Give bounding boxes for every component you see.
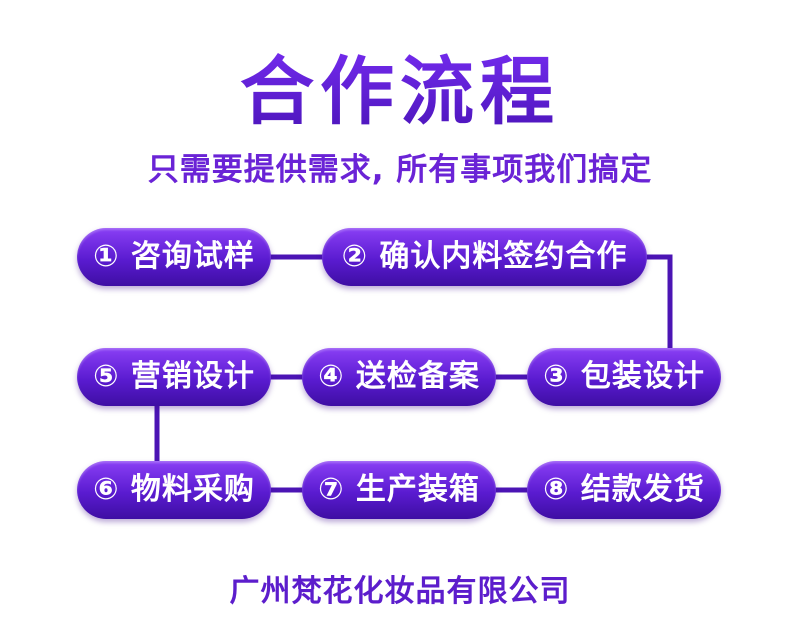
step-2-confirm-contract: ② 确认内料签约合作 xyxy=(322,228,647,286)
step-3-packaging-design: ③ 包装设计 xyxy=(527,348,721,406)
step-4-inspection-filing: ④ 送检备案 xyxy=(302,348,496,406)
company-name: 广州梵花化妆品有限公司 xyxy=(229,574,571,609)
step-7-production-packing: ⑦ 生产装箱 xyxy=(302,461,496,519)
page-title: 合作流程 xyxy=(0,32,800,139)
step-6-material-procurement: ⑥ 物料采购 xyxy=(77,461,271,519)
page-subtitle: 只需要提供需求, 所有事项我们搞定 xyxy=(147,152,653,188)
step-8-payment-shipping: ⑧ 结款发货 xyxy=(527,461,721,519)
step-5-marketing-design: ⑤ 营销设计 xyxy=(77,348,271,406)
step-1-consult-sample: ① 咨询试样 xyxy=(77,228,271,286)
